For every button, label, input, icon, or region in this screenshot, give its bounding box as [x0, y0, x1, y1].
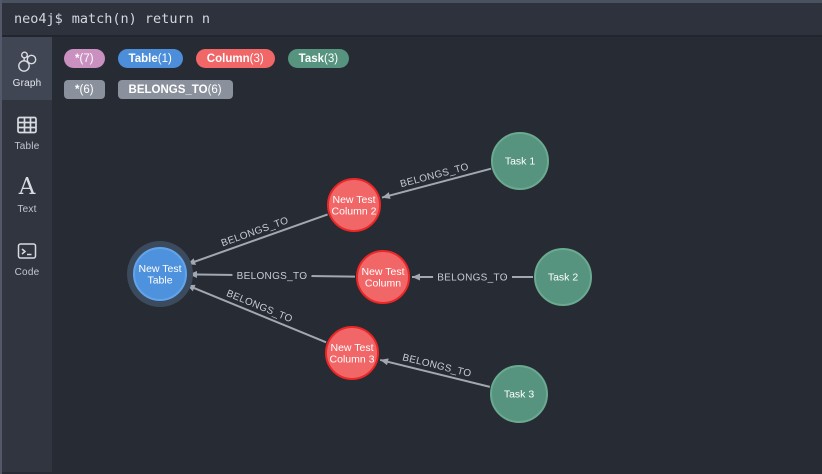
pill-node-task[interactable]: Task(3)	[287, 49, 350, 68]
tab-text[interactable]: A Text	[2, 163, 52, 226]
graph-edge-task1-col2[interactable]	[381, 167, 492, 199]
code-icon	[15, 238, 39, 264]
node-caption-task1: Task 1	[505, 156, 536, 168]
tab-code-label: Code	[14, 266, 40, 278]
result-view-sidebar: Graph Table A Text	[2, 37, 52, 472]
graph-node-table[interactable]	[133, 247, 187, 301]
command-query: match(n) return n	[71, 11, 210, 27]
tab-table-label: Table	[14, 140, 40, 152]
graph-node-task2[interactable]	[534, 248, 592, 306]
graph-node-col3[interactable]	[325, 326, 379, 380]
edge-label-col3-table[interactable]: BELONGS_TO	[225, 288, 294, 325]
node-caption-task3: Task 3	[504, 389, 535, 401]
edge-label-col1-table[interactable]: BELONGS_TO	[232, 266, 312, 287]
graph-node-task3[interactable]	[490, 365, 548, 423]
graph-node-task1[interactable]	[491, 132, 549, 190]
tab-graph[interactable]: Graph	[2, 37, 52, 100]
graph-edge-task3-col3[interactable]	[379, 358, 491, 388]
tab-graph-label: Graph	[12, 77, 42, 89]
graph-node-col1[interactable]	[356, 250, 410, 304]
pill-node-column[interactable]: Column(3)	[195, 49, 275, 68]
table-icon	[15, 112, 39, 138]
command-bar[interactable]: neo4j$ match(n) return n	[2, 0, 822, 37]
edge-label-task3-col3[interactable]: BELONGS_TO	[401, 352, 472, 380]
result-overview: *(7) Table(1) Column(3) Task(3) *(6) BELONGS…	[64, 49, 350, 99]
graph-icon	[15, 49, 39, 75]
tab-code[interactable]: Code	[2, 226, 52, 289]
graph-edge-col1-table[interactable]	[188, 270, 356, 278]
node-caption-task2: Task 2	[548, 272, 579, 284]
graph-view: *(7)Table(1)Column(3)Task(3) *(6)BELONGS…	[52, 37, 822, 472]
pill-node-table[interactable]: Table(1)	[117, 49, 183, 68]
graph-node-col2[interactable]	[327, 178, 381, 232]
tab-table[interactable]: Table	[2, 100, 52, 163]
text-icon: A	[18, 174, 36, 200]
pill-rel-belongsto[interactable]: BELONGS_TO(6)	[117, 80, 233, 99]
tab-text-label: Text	[17, 203, 37, 215]
pill-rel-[interactable]: *(6)	[64, 80, 105, 99]
node-label-pills: *(7) Table(1) Column(3) Task(3)	[64, 49, 350, 68]
graph-edge-col3-table[interactable]	[186, 284, 327, 344]
pill-node-[interactable]: *(7)	[64, 49, 105, 68]
graph-canvas[interactable]: BELONGS_TOBELONGS_TOBELONGS_TOBELONGS_TO…	[52, 37, 822, 472]
relationship-type-pills: *(6) BELONGS_TO(6)	[64, 80, 349, 99]
graph-edge-col2-table[interactable]	[186, 213, 328, 266]
command-prompt: neo4j$	[14, 11, 63, 27]
edge-label-task1-col2[interactable]: BELONGS_TO	[399, 162, 470, 191]
edge-label-task2-col1[interactable]: BELONGS_TO	[432, 268, 512, 289]
